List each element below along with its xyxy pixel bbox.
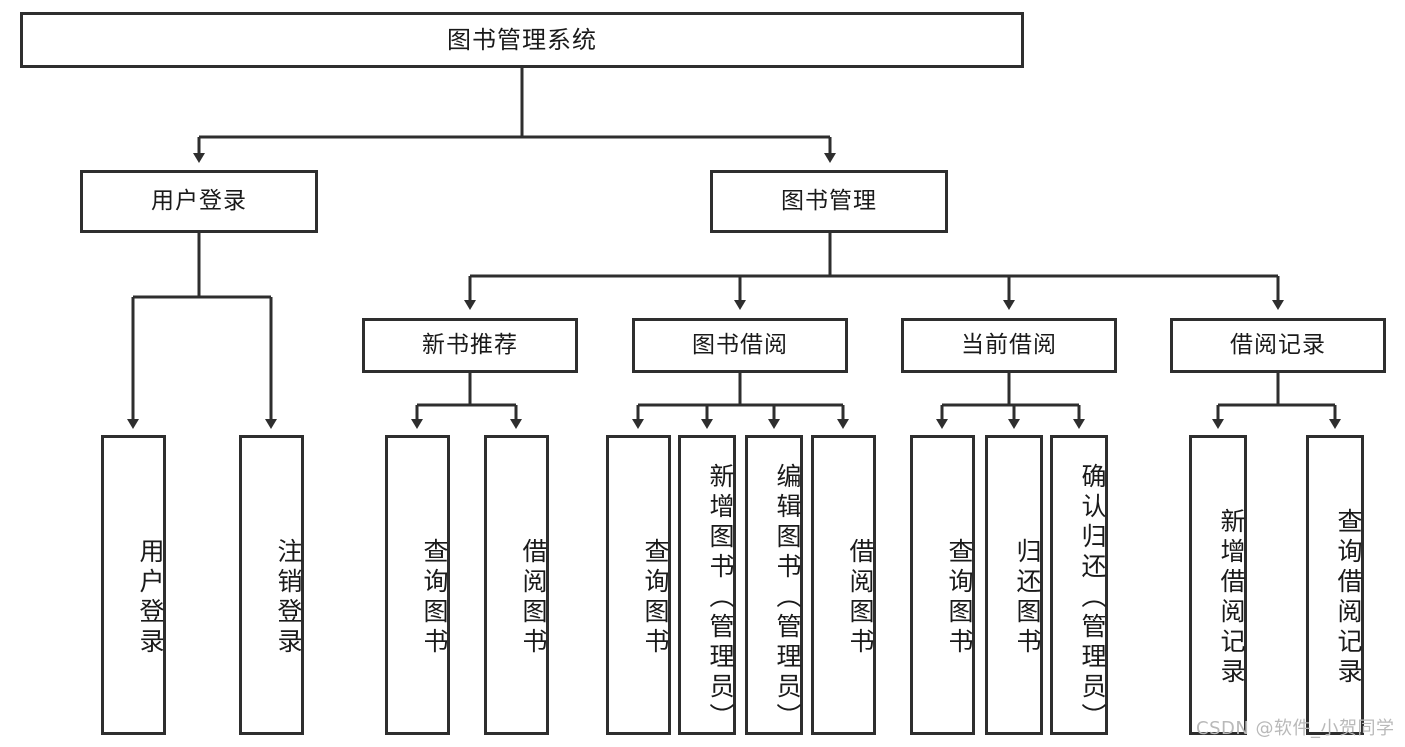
node-leaf-query-books-borrow[interactable]: 查询图书	[606, 435, 671, 735]
node-leaf-query-books-current[interactable]: 查询图书	[910, 435, 975, 735]
node-leaf-edit-book-admin-label: 编辑图书（管理员）	[773, 463, 802, 733]
node-leaf-return-books-label: 归还图书	[1013, 538, 1042, 658]
node-leaf-query-borrow-record-label: 查询借阅记录	[1334, 508, 1363, 688]
node-user-login[interactable]: 用户登录	[80, 170, 318, 233]
node-leaf-logout-label: 注销登录	[274, 538, 303, 658]
node-leaf-logout[interactable]: 注销登录	[239, 435, 304, 735]
node-borrow-record[interactable]: 借阅记录	[1170, 318, 1386, 373]
node-leaf-add-book-admin-label: 新增图书（管理员）	[706, 463, 735, 733]
node-leaf-add-book-admin[interactable]: 新增图书（管理员）	[678, 435, 736, 735]
node-leaf-query-books-recommend[interactable]: 查询图书	[385, 435, 450, 735]
node-leaf-edit-book-admin[interactable]: 编辑图书（管理员）	[745, 435, 803, 735]
node-new-book-recommend[interactable]: 新书推荐	[362, 318, 578, 373]
node-leaf-borrow-books-borrow-label: 借阅图书	[846, 538, 875, 658]
node-book-borrow-label: 图书借阅	[692, 331, 788, 358]
node-leaf-query-borrow-record[interactable]: 查询借阅记录	[1306, 435, 1364, 735]
node-current-borrow-label: 当前借阅	[961, 331, 1057, 358]
node-leaf-borrow-books-recommend[interactable]: 借阅图书	[484, 435, 549, 735]
watermark: CSDN @软件_小贺同学	[1196, 718, 1395, 739]
node-borrow-record-label: 借阅记录	[1230, 331, 1326, 358]
node-root-label: 图书管理系统	[447, 25, 597, 54]
node-leaf-add-borrow-record-label: 新增借阅记录	[1217, 508, 1246, 688]
node-leaf-borrow-books-borrow[interactable]: 借阅图书	[811, 435, 876, 735]
node-leaf-user-login-label: 用户登录	[136, 538, 165, 658]
node-leaf-add-borrow-record[interactable]: 新增借阅记录	[1189, 435, 1247, 735]
node-new-book-recommend-label: 新书推荐	[422, 331, 518, 358]
node-current-borrow[interactable]: 当前借阅	[901, 318, 1117, 373]
node-leaf-confirm-return-admin[interactable]: 确认归还（管理员）	[1050, 435, 1108, 735]
node-leaf-borrow-books-recommend-label: 借阅图书	[519, 538, 548, 658]
node-book-borrow[interactable]: 图书借阅	[632, 318, 848, 373]
node-user-login-label: 用户登录	[151, 187, 247, 214]
node-leaf-query-books-borrow-label: 查询图书	[641, 538, 670, 658]
node-leaf-query-books-current-label: 查询图书	[945, 538, 974, 658]
node-root[interactable]: 图书管理系统	[20, 12, 1024, 68]
node-leaf-query-books-recommend-label: 查询图书	[420, 538, 449, 658]
node-book-management-label: 图书管理	[781, 187, 877, 214]
node-book-management[interactable]: 图书管理	[710, 170, 948, 233]
node-leaf-return-books[interactable]: 归还图书	[985, 435, 1043, 735]
node-leaf-confirm-return-admin-label: 确认归还（管理员）	[1078, 463, 1107, 733]
node-leaf-user-login[interactable]: 用户登录	[101, 435, 166, 735]
